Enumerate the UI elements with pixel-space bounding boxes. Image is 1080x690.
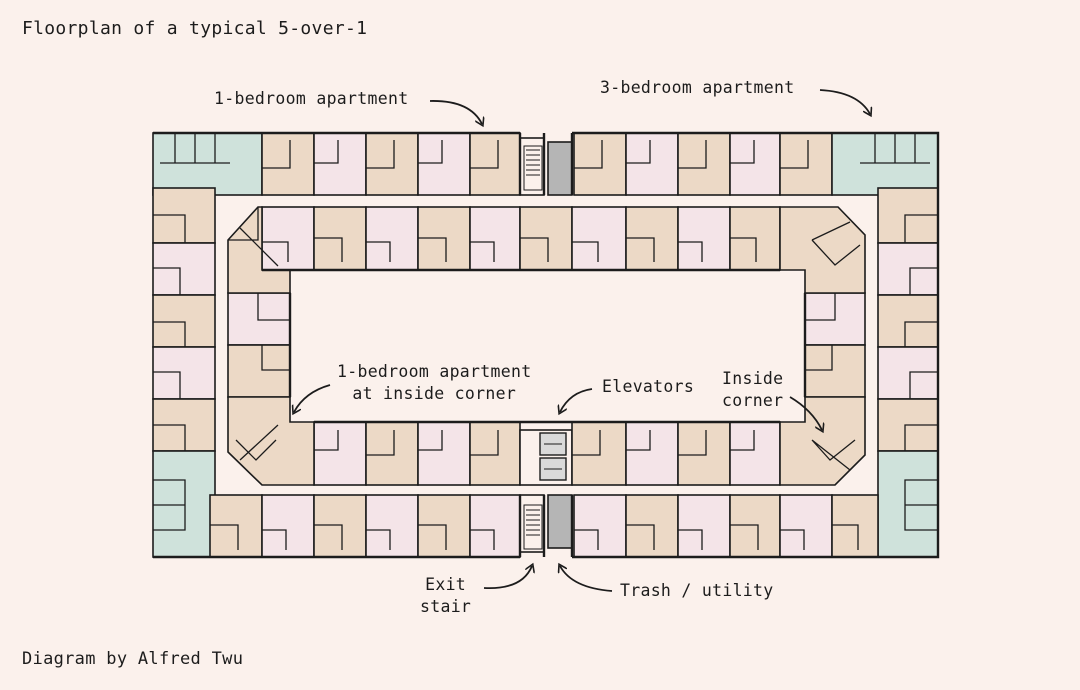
corner-unit-se xyxy=(779,396,866,486)
one-bedroom-unit xyxy=(571,421,627,486)
studio-unit xyxy=(152,346,216,400)
one-bedroom-unit xyxy=(677,132,731,196)
inner-units xyxy=(227,206,866,486)
structural-walls xyxy=(153,131,940,559)
studio-unit xyxy=(625,132,679,196)
corner-unit-sw xyxy=(227,396,315,486)
trash-utility-south xyxy=(547,494,573,549)
diagram-title: Floorplan of a typical 5-over-1 xyxy=(22,18,368,39)
label-elevators: Elevators xyxy=(602,377,695,396)
one-bedroom-unit xyxy=(152,294,216,348)
arrow-trash xyxy=(560,566,613,592)
one-bedroom-unit xyxy=(469,421,521,486)
arrow-3-bedroom xyxy=(819,89,870,114)
studio-unit xyxy=(573,494,627,558)
one-bedroom-unit xyxy=(209,494,263,558)
three-bedroom-apartment-se xyxy=(877,450,939,558)
label-1-bedroom-apartment: 1-bedroom apartment xyxy=(214,89,409,108)
diagram-credit: Diagram by Alfred Twu xyxy=(22,649,244,669)
label-line: Exit xyxy=(425,575,467,594)
label-trash-utility: Trash / utility xyxy=(620,581,774,600)
label-exit-stair: Exit stair xyxy=(420,574,471,618)
label-line: at inside corner xyxy=(352,384,517,403)
studio-unit xyxy=(677,494,731,558)
label-line: 1-bedroom apartment xyxy=(337,362,532,381)
studio-unit xyxy=(261,494,315,558)
label-line: stair xyxy=(420,597,472,616)
one-bedroom-unit xyxy=(417,494,471,558)
stair-treads xyxy=(523,145,543,550)
trash-utility-north xyxy=(547,141,573,196)
three-bedroom-apartment-sw xyxy=(152,450,216,558)
three-bedroom-apartment-nw xyxy=(152,132,263,196)
label-line: corner xyxy=(722,391,784,410)
arrow-exit-stair xyxy=(483,566,532,589)
elevators xyxy=(539,432,567,481)
label-3-bedroom-apartment: 3-bedroom apartment xyxy=(600,78,795,97)
arrow-1-bedroom xyxy=(429,100,482,124)
label-inside-corner: Inside corner xyxy=(722,368,783,412)
arrow-inside-corner-apartment xyxy=(294,384,331,412)
label-inside-corner-apartment: 1-bedroom apartment at inside corner xyxy=(337,361,531,405)
studio-unit xyxy=(417,132,471,196)
studio-unit xyxy=(227,292,291,346)
one-bedroom-unit xyxy=(804,344,866,398)
label-line: Inside xyxy=(722,369,784,388)
studio-unit xyxy=(571,206,627,271)
studio-unit xyxy=(313,132,367,196)
arrow-elevators xyxy=(560,388,593,412)
room-partitions xyxy=(153,133,938,550)
studio-unit xyxy=(877,242,939,296)
arrow-inside-corner xyxy=(789,396,822,430)
studio-unit xyxy=(152,242,216,296)
one-bedroom-unit xyxy=(877,294,939,348)
one-bedroom-unit xyxy=(227,344,291,398)
